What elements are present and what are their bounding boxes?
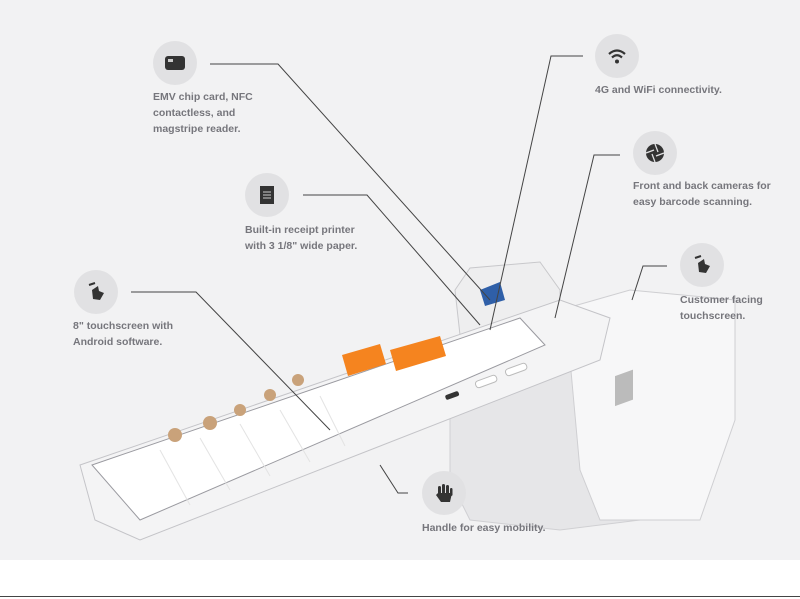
credit-card-icon	[153, 41, 197, 85]
receipt-icon	[245, 173, 289, 217]
callout-connectivity: 4G and WiFi connectivity.	[595, 84, 722, 96]
product-diagram: EMV chip card, NFC contactless, and mags…	[0, 0, 800, 560]
speaker-grille	[615, 369, 633, 407]
screen-button-pay	[342, 344, 386, 376]
callout-handle: Handle for easy mobility.	[422, 522, 546, 534]
pos-terminal-illustration	[79, 55, 736, 541]
usb-port	[445, 391, 460, 400]
card-in-slot	[480, 282, 505, 306]
callout-cameras: Front and back cameras for easy barcode …	[633, 180, 771, 208]
wifi-icon	[595, 34, 639, 78]
hand-icon	[422, 471, 466, 515]
callout-touchscreen: 8" touchscreen with Android software.	[73, 320, 174, 348]
screen-menu-items	[168, 374, 304, 442]
touch-gesture-icon	[680, 243, 724, 287]
callout-customer-screen: Customer facing touchscreen.	[680, 294, 763, 322]
volume-button	[474, 374, 498, 389]
callout-receipt-printer: Built-in receipt printer with 3 1/8" wid…	[245, 224, 358, 252]
screen-button-charge	[390, 336, 446, 371]
camera-aperture-icon	[633, 131, 677, 175]
divider	[0, 596, 800, 597]
customer-display-body	[559, 289, 736, 521]
callout-leader-lines	[131, 55, 667, 494]
callout-card-reader: EMV chip card, NFC contactless, and mags…	[153, 91, 253, 135]
tablet-screen	[91, 317, 546, 521]
power-button	[504, 362, 528, 377]
screen-grid-lines	[159, 395, 346, 506]
touch-gesture-icon	[74, 270, 118, 314]
